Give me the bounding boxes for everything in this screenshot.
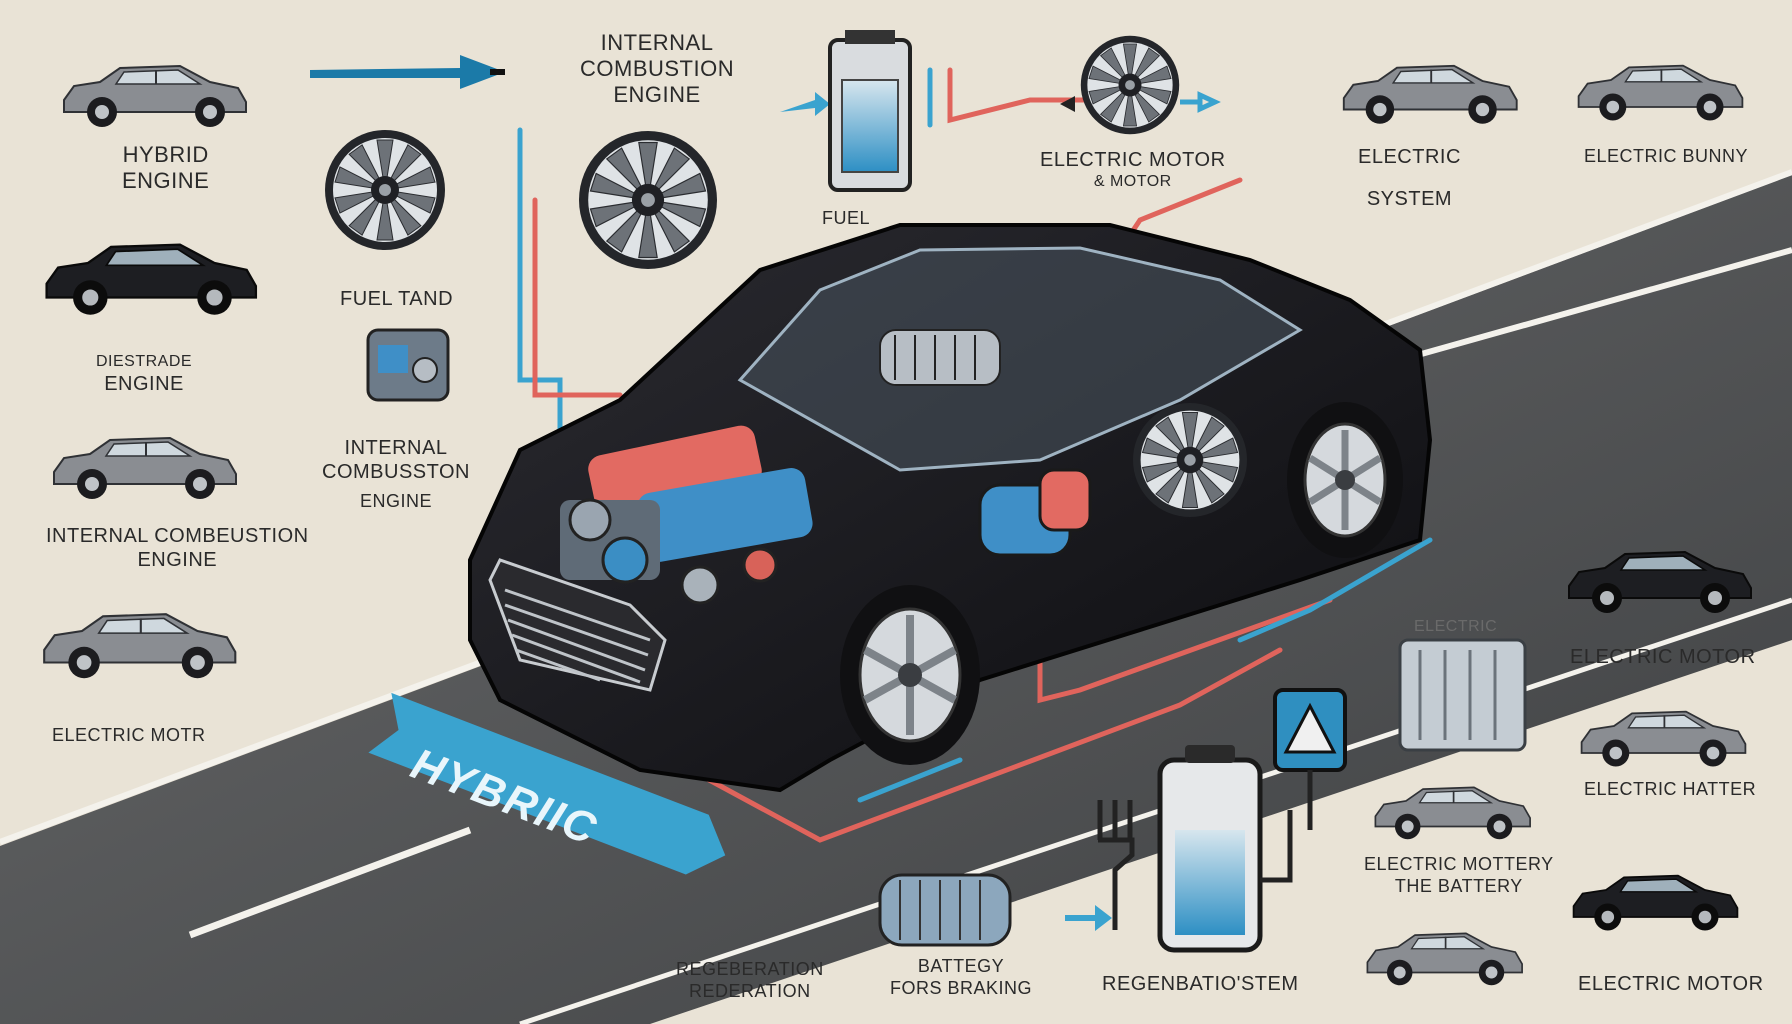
label-electric-motor-right: ELECTRIC MOTOR — [1570, 646, 1756, 668]
label-regenbratio: REGENBATIO'STEM — [1102, 973, 1299, 995]
wiring — [517, 67, 1433, 843]
label-line: ELECTRIC — [1358, 146, 1461, 168]
label-line: COMBUSSTON — [322, 461, 470, 483]
label-line: REGEBERATION — [676, 959, 824, 979]
label-electric-motor-top: ELECTRIC MOTOR & MOTOR — [1040, 148, 1226, 192]
battery-pack-icon — [1398, 638, 1527, 752]
label-electric-mottery: ELECTRIC MOTTERY THE BATTERY — [1364, 853, 1554, 897]
label-line: ELECTRIC MOTOR — [1040, 149, 1226, 171]
label-electric-motr: ELECTRIC MOTR — [52, 725, 206, 745]
label-fuel-tand: FUEL TAND — [340, 288, 454, 310]
car-icon — [1580, 710, 1747, 768]
arrow-icon — [1180, 91, 1221, 113]
label-electric-system: ELECTRIC SYSTEM — [1358, 145, 1461, 211]
label-electric-right-mid: ELECTRIC — [1414, 618, 1498, 635]
car-icon — [63, 65, 247, 128]
car-icon — [53, 437, 237, 500]
regen-component — [878, 873, 1012, 947]
front-wheel — [840, 585, 980, 765]
hybrid-car — [468, 223, 1433, 793]
arrow-icon — [780, 92, 830, 116]
label-electric-top-right: ELECTRIC BUNNY — [1584, 146, 1749, 166]
label-line: & MOTOR — [1093, 173, 1172, 190]
label-regeneration: REGEBERATION REDERATION — [676, 958, 824, 1002]
electric-motor-unit — [879, 329, 1248, 557]
car-icon — [43, 613, 237, 680]
battery-icon — [1157, 745, 1293, 953]
label-line: ENGINE — [122, 168, 210, 193]
label-line: INTERNAL — [344, 437, 448, 459]
fan-icon — [578, 130, 718, 270]
car-icon — [1366, 932, 1523, 987]
arrow-icon — [1065, 905, 1112, 931]
warning-sign-icon — [1273, 688, 1347, 830]
arrow-icon — [310, 55, 505, 89]
fuel-pump-icon — [828, 30, 912, 192]
label-line: COMBUSTION — [580, 56, 735, 81]
car-icon — [1577, 64, 1744, 122]
fan-icon — [324, 129, 446, 251]
label-fuel: FUEL — [822, 208, 871, 228]
car-icon — [1342, 64, 1518, 125]
label-line: FORS BRAKING — [890, 978, 1033, 998]
label-line: HYBRID — [122, 142, 209, 167]
label-line: INTERNAL COMBEUSTION — [46, 525, 309, 547]
rear-wheel — [1287, 402, 1403, 558]
label-ice-left: INTERNAL COMBEUSTION ENGINE — [46, 524, 309, 572]
label-line: ENGINE — [613, 82, 701, 107]
label-line: THE BATTERY — [1394, 876, 1523, 896]
label-line: DIESTRADE — [96, 353, 193, 370]
engine-block — [560, 425, 813, 605]
label-diesel-engine: DIESTRADE ENGINE — [96, 352, 192, 396]
hybrid-road-banner — [368, 692, 726, 875]
label-line: INTERNAL — [600, 30, 714, 55]
label-ice-mid: INTERNAL COMBUSSTON ENGINE — [322, 436, 470, 512]
arrow-icon — [1060, 96, 1075, 112]
fan-icon — [1080, 35, 1180, 135]
label-line: ENGINE — [137, 549, 218, 571]
label-line: REDERATION — [689, 981, 811, 1001]
car-icon — [1374, 786, 1531, 841]
label-battery: BATTEGY FORS BRAKING — [890, 955, 1032, 999]
label-line: ENGINE — [104, 373, 184, 395]
label-electric-motor-bottom: ELECTRIC MOTOR — [1578, 973, 1764, 995]
label-ice-top: INTERNAL COMBUSTION ENGINE — [580, 30, 734, 108]
label-line: ENGINE — [359, 491, 432, 511]
label-hybrid-engine: HYBRID ENGINE — [122, 142, 209, 194]
engine-component-icon — [366, 328, 450, 402]
label-line: SYSTEM — [1366, 188, 1453, 210]
car-icon — [45, 243, 258, 316]
label-line: ELECTRIC MOTTERY — [1364, 854, 1554, 874]
plug-icon — [1097, 800, 1135, 930]
label-electric-hatter: ELECTRIC HATTER — [1584, 779, 1757, 799]
label-line: BATTEGY — [917, 956, 1005, 976]
car-icon — [1572, 874, 1739, 932]
